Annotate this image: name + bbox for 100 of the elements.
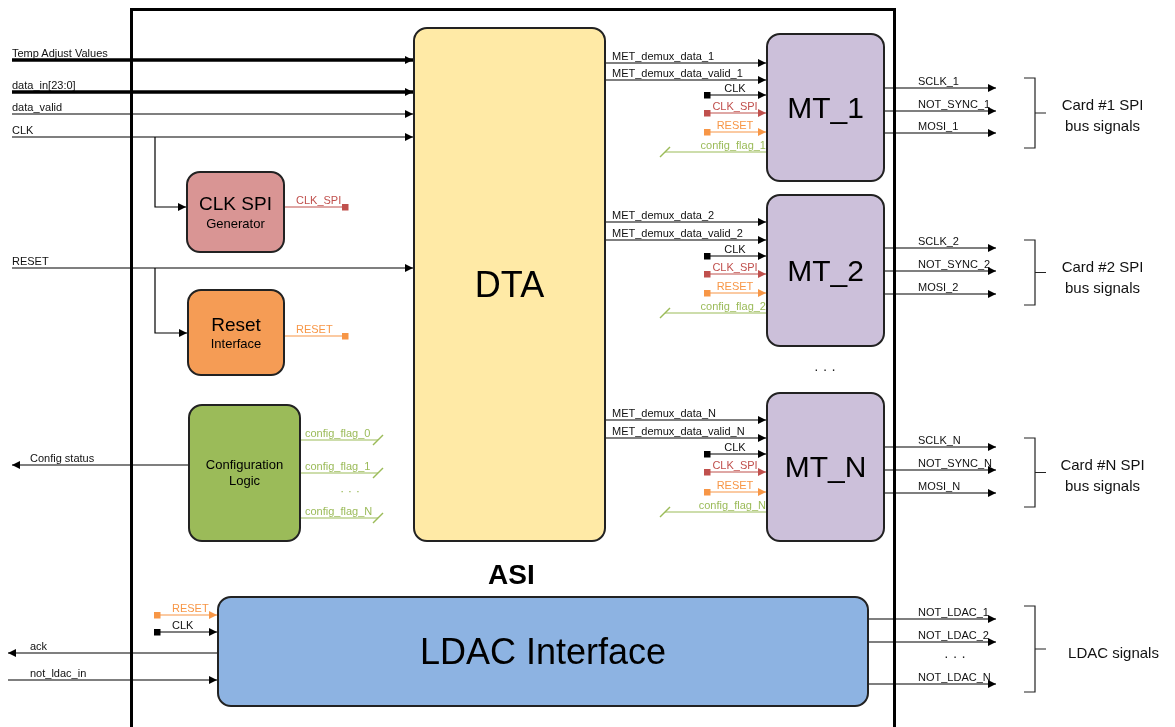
ellipsis: · · ·	[943, 647, 967, 666]
signal-arrow	[703, 270, 767, 278]
signal-arrow	[11, 133, 414, 141]
signal-arrow	[153, 628, 218, 636]
signal-arrow	[703, 109, 767, 117]
signal-arrow	[605, 434, 767, 442]
signal-arrow	[884, 466, 997, 474]
signal-label: MOSI_2	[918, 281, 959, 293]
block-title: LDAC Interface	[418, 630, 668, 674]
block-title: ASI	[488, 559, 535, 591]
signal-arrow	[605, 59, 767, 67]
signal-label: SCLK_1	[918, 75, 959, 87]
signal-label: MET_demux_data_valid_2	[612, 227, 743, 239]
signal-label: CLK	[12, 124, 34, 136]
clock-generator-block	[186, 171, 285, 253]
signal-label: NOT_SYNC_2	[918, 258, 991, 270]
signal-label: CLK_SPI	[296, 194, 342, 206]
bus-group-label: LDAC signals	[1067, 643, 1160, 663]
signal-arrow	[154, 136, 187, 211]
signal-arrow	[605, 218, 767, 226]
block-title: MT_1	[786, 89, 865, 126]
signal-label: MOSI_1	[918, 120, 959, 132]
block-title: Reset	[210, 312, 262, 337]
signal-label: RESET	[12, 255, 49, 267]
signal-arrow	[884, 107, 997, 115]
signal-arrow	[7, 649, 218, 657]
signal-line	[659, 307, 767, 319]
signal-arrow	[884, 244, 997, 252]
bus-group-label: Card #2 SPI bus signals	[1060, 257, 1145, 298]
signal-line	[300, 467, 384, 479]
signal-label: CLK	[724, 82, 746, 94]
signal-label: CLK	[724, 441, 746, 453]
signal-arrow	[884, 489, 997, 497]
signal-arrow	[153, 611, 218, 619]
signal-label: MET_demux_data_2	[612, 209, 715, 221]
signal-label: NOT_SYNC_N	[918, 457, 992, 469]
signal-arrow	[884, 84, 997, 92]
signal-label: data_valid	[12, 101, 63, 113]
bus-group-label: Card #N SPI bus signals	[1059, 455, 1146, 496]
signal-line	[284, 332, 349, 340]
signal-arrow	[12, 56, 413, 64]
signal-label: MET_demux_data_N	[612, 407, 716, 419]
signal-label: config_flag_2	[700, 300, 766, 312]
signal-arrow	[884, 129, 997, 137]
signal-arrow	[703, 468, 767, 476]
ellipsis: · · ·	[813, 360, 837, 379]
signal-label: NOT_SYNC_1	[918, 98, 991, 110]
signal-arrow	[703, 289, 767, 297]
signal-arrow	[884, 443, 997, 451]
mt-block	[766, 392, 885, 542]
signal-label: RESET	[716, 119, 754, 131]
signal-label: config_flag_0	[305, 427, 371, 439]
block-subtitle: Generator	[205, 215, 266, 232]
signal-line	[659, 506, 767, 518]
configuration-block	[188, 404, 301, 542]
block-title: MT_2	[786, 252, 865, 289]
signal-line	[300, 512, 384, 524]
signal-arrow	[884, 290, 997, 298]
signal-label: ack	[30, 640, 48, 652]
signal-label: SCLK_2	[918, 235, 959, 247]
signal-label: NOT_LDAC_1	[918, 606, 989, 618]
signal-arrow	[154, 267, 188, 337]
block-title: CLK SPI	[198, 192, 273, 216]
signal-label: config_flag_N	[698, 499, 766, 511]
signal-arrow	[11, 110, 414, 118]
signal-arrow	[11, 264, 414, 272]
signal-label: RESET	[172, 602, 209, 614]
signal-line	[300, 434, 384, 446]
signal-label: data_in[23:0]	[12, 79, 76, 91]
signal-arrow	[703, 91, 767, 99]
signal-label: Temp Adjust Values	[12, 47, 108, 59]
signal-label: MET_demux_data_valid_N	[612, 425, 745, 437]
signal-arrow	[703, 252, 767, 260]
signal-label: CLK_SPI	[712, 261, 758, 273]
signal-arrow	[605, 416, 767, 424]
signal-arrow	[703, 450, 767, 458]
signal-label: MET_demux_data_1	[612, 50, 715, 62]
signal-arrow	[884, 267, 997, 275]
signal-label: NOT_LDAC_2	[918, 629, 989, 641]
mt-block	[766, 33, 885, 182]
ellipsis: · · ·	[338, 482, 362, 500]
dta-block	[413, 27, 606, 542]
signal-arrow	[12, 88, 413, 96]
asi-frame	[130, 8, 896, 727]
signal-line	[284, 203, 349, 211]
signal-arrow	[868, 680, 997, 688]
signal-line	[659, 146, 767, 158]
signal-label: CLK	[172, 619, 194, 631]
signal-label: not_ldac_in	[30, 667, 87, 679]
signal-label: CLK_SPI	[712, 459, 758, 471]
signal-arrow	[11, 461, 189, 469]
ldac-block	[217, 596, 869, 707]
signal-arrow	[7, 676, 218, 684]
reset-block	[187, 289, 285, 376]
signal-arrow	[703, 488, 767, 496]
signal-label: MET_demux_data_valid_1	[612, 67, 743, 79]
block-title: Configuration Logic	[204, 456, 285, 490]
signal-label: NOT_LDAC_N	[918, 671, 991, 683]
signal-label: SCLK_N	[918, 434, 961, 446]
signal-label: RESET	[296, 323, 333, 335]
